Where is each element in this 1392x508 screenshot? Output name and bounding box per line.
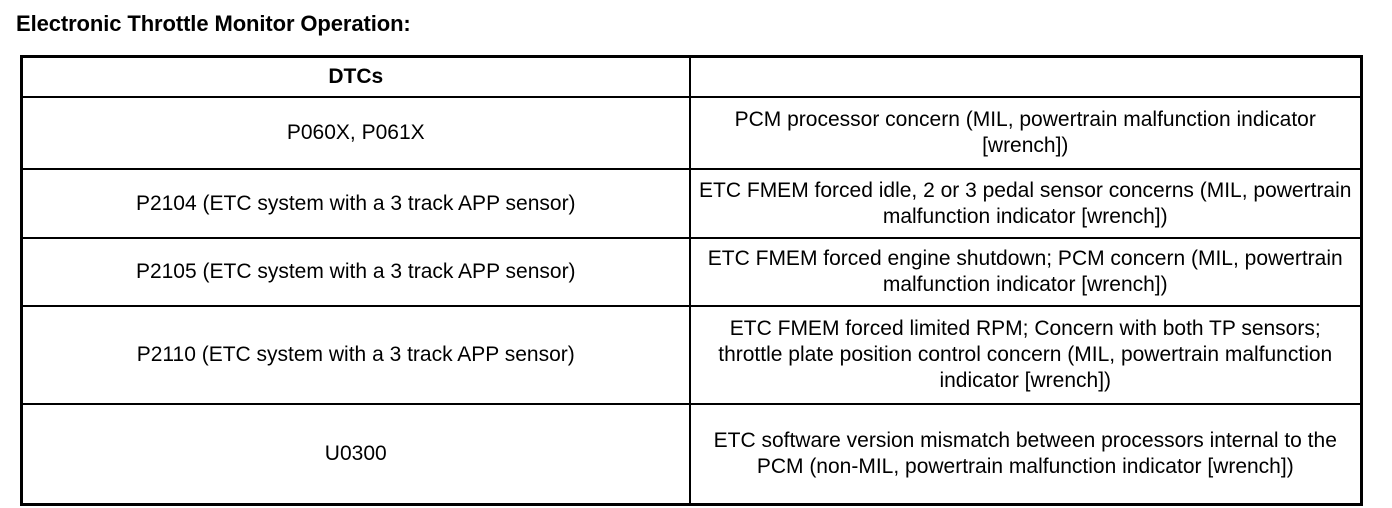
table-header-row: DTCs bbox=[20, 55, 1363, 98]
cell-dtc-description: ETC FMEM forced limited RPM; Concern wit… bbox=[688, 305, 1363, 405]
cell-dtc-description: PCM processor concern (MIL, powertrain m… bbox=[688, 96, 1363, 170]
cell-dtc-code: U0300 bbox=[20, 403, 691, 506]
cell-dtc-code: P2110 (ETC system with a 3 track APP sen… bbox=[20, 305, 691, 405]
table-row: P060X, P061X PCM processor concern (MIL,… bbox=[20, 96, 1363, 170]
cell-dtc-code: P2105 (ETC system with a 3 track APP sen… bbox=[20, 237, 691, 307]
cell-dtc-code: P2104 (ETC system with a 3 track APP sen… bbox=[20, 168, 691, 239]
table-row: P2110 (ETC system with a 3 track APP sen… bbox=[20, 305, 1363, 405]
cell-dtc-description: ETC FMEM forced idle, 2 or 3 pedal senso… bbox=[688, 168, 1363, 239]
table-row: P2104 (ETC system with a 3 track APP sen… bbox=[20, 168, 1363, 239]
dtc-table: DTCs P060X, P061X PCM processor concern … bbox=[20, 55, 1363, 506]
table-row: U0300 ETC software version mismatch betw… bbox=[20, 403, 1363, 506]
page-title: Electronic Throttle Monitor Operation: bbox=[16, 11, 411, 36]
cell-dtc-description: ETC FMEM forced engine shutdown; PCM con… bbox=[688, 237, 1363, 307]
cell-dtc-code: P060X, P061X bbox=[20, 96, 691, 170]
column-header-dtcs: DTCs bbox=[20, 55, 691, 98]
column-header-description bbox=[688, 55, 1363, 98]
table-row: P2105 (ETC system with a 3 track APP sen… bbox=[20, 237, 1363, 307]
cell-dtc-description: ETC software version mismatch between pr… bbox=[688, 403, 1363, 506]
